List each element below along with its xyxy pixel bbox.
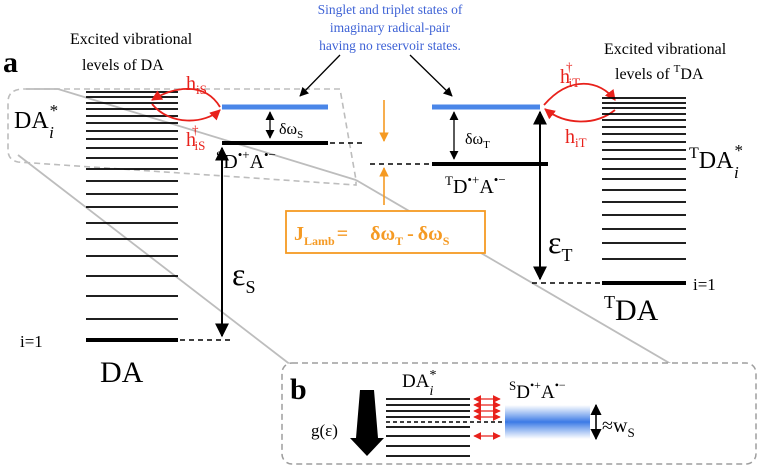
- h-it-label: hiT: [565, 126, 587, 150]
- da-excited-label: DA*i: [14, 101, 58, 142]
- g-epsilon-label: g(ε): [311, 421, 338, 440]
- delta-omega-t-label: δωT: [465, 131, 490, 151]
- singlet-rp-label: SD•+A•−: [216, 147, 276, 173]
- delta-omega-s-label: δωS: [279, 121, 303, 141]
- note-arrow-singlet: [299, 54, 341, 97]
- j-lamb-equation: JLamb=δωT-δωS: [294, 223, 450, 248]
- h-is-dagger-label: h†iS: [186, 122, 205, 153]
- h-is-dagger-coupling-arrow: [151, 103, 221, 122]
- zoom-guide-bottom-left: [17, 154, 301, 373]
- h-is-coupling-arrow: [151, 87, 221, 108]
- note-line-3: having no reservoir states.: [319, 38, 461, 53]
- zoom-guide-right: [355, 179, 696, 379]
- da-excited-outline: [7, 88, 357, 186]
- triplet-rp-label: TD•+A•−: [445, 172, 506, 198]
- tda-excited-label: TDA*i: [689, 141, 743, 182]
- tda-ground-label: TDA: [604, 292, 659, 327]
- da-title-line-2: levels of DA: [82, 57, 164, 74]
- width-label: ≈wS: [602, 415, 635, 440]
- da-ground-label: DA: [100, 356, 144, 389]
- density-of-states-arrow: [350, 390, 384, 456]
- panel-b-coupling-arrows: [473, 395, 501, 440]
- epsilon-t-label: εT: [548, 224, 572, 265]
- j-lamb-box: [285, 210, 486, 254]
- h-it-dagger-label: h†iT: [560, 59, 580, 90]
- panel-b-label: b: [290, 373, 307, 406]
- da-title-line-1: Excited vibrational: [70, 31, 193, 48]
- note-arrow-triplet: [409, 54, 453, 97]
- i1-left-label: i=1: [20, 332, 43, 351]
- da-levels-title: Excited vibrational levels of DA: [70, 31, 193, 74]
- da-vibrational-levels: [86, 91, 178, 320]
- tda-title-line-1: Excited vibrational: [604, 41, 727, 58]
- panel-b-da-label: DA*i: [402, 368, 436, 399]
- panel-b-sd-label: SD•+A•−: [509, 378, 566, 403]
- h-it-dagger-coupling-arrow: [543, 82, 616, 106]
- h-is-label: hiS: [186, 73, 207, 97]
- panel-b-da-levels: [386, 398, 470, 457]
- singlet-triplet-note: Singlet and triplet states of imaginary …: [318, 2, 463, 53]
- note-line-1: Singlet and triplet states of: [318, 2, 463, 17]
- panel-b-broadened-state: [505, 405, 590, 439]
- tda-title-line-2: levels of TDA: [615, 63, 704, 83]
- i1-right-label: i=1: [693, 275, 716, 294]
- tda-vibrational-levels: [602, 97, 686, 260]
- note-line-2: imaginary radical-pair: [330, 20, 451, 35]
- epsilon-s-label: εS: [232, 256, 255, 297]
- panel-a-label: a: [3, 46, 18, 79]
- tda-levels-title: Excited vibrational levels of TDA: [604, 41, 727, 83]
